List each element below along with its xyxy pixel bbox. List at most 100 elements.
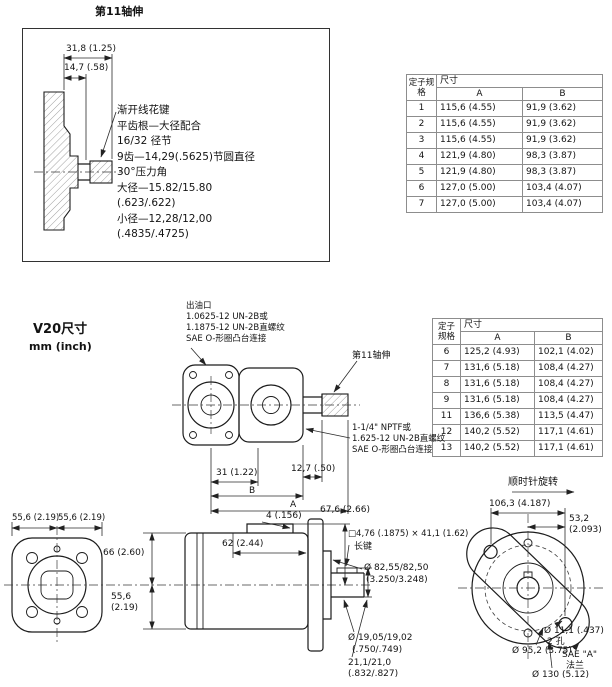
shaft-extension-callout: 第11轴伸 (352, 351, 391, 361)
cell-b: 113,5 (4.47) (534, 408, 603, 425)
pilot-diameter-note-in: (3.250/3.248) (366, 575, 428, 585)
spline-note-line: 9齿—14,29(.5625)节圆直径 (117, 150, 255, 163)
cell-b: 103,4 (4.07) (522, 196, 603, 213)
cell-spec: 13 (432, 440, 461, 457)
cell-b: 108,4 (4.27) (534, 392, 603, 409)
cell-spec: 8 (432, 376, 461, 393)
flange-cross-section (43, 91, 79, 231)
pilot-boss (323, 550, 332, 620)
cell-b: 91,9 (3.62) (522, 132, 603, 149)
mounting-hole-note: Ø 11,1 (.437) (544, 626, 604, 636)
key-size-note: □4,76 (.1875) × 41,1 (1.62) (348, 529, 469, 539)
key-flat-height-note: 21,1/21,0 (348, 658, 392, 668)
table-header-size: 尺寸 (460, 318, 603, 332)
cell-spec: 1 (406, 100, 437, 117)
dim-label-a: A (290, 500, 297, 510)
table-header-b: B (534, 331, 603, 345)
dim-center-to-bottom-mm: 55,6 (111, 592, 132, 602)
cell-spec: 5 (406, 164, 437, 181)
dim-outlet-port-height: 67,6 (2.66) (320, 505, 370, 515)
pump-side-view-drawing (184, 518, 372, 658)
cell-b: 108,4 (4.27) (534, 376, 603, 393)
shaft-diameter-note-in: (.750/.749) (352, 645, 403, 655)
outlet-note-line: SAE O-形圈凸台连接 (186, 334, 267, 344)
spline-note-line: 30°压力角 (117, 166, 168, 178)
dim-half-bolt-span-mm: 53,2 (569, 514, 590, 524)
sae-flange-note-2: 法兰 (566, 661, 585, 671)
cell-b: 91,9 (3.62) (522, 116, 603, 133)
dim-label-b: B (249, 486, 256, 496)
cell-b: 102,1 (4.02) (534, 344, 603, 361)
section-title: V20尺寸 (33, 322, 88, 337)
inlet-note-line: 1-1/4" NPTF或 (352, 423, 411, 433)
dim-flange-thickness: 4 (.156) (266, 511, 302, 521)
cell-a: 115,6 (4.55) (436, 116, 523, 133)
key-flat-height-note-in: (.832/.827) (348, 669, 399, 679)
dim-center-to-top: 66 (2.60) (103, 548, 145, 558)
mount-hole-lower (558, 617, 573, 632)
cell-b: 103,4 (4.07) (522, 180, 603, 197)
cell-spec: 3 (406, 132, 437, 149)
cell-a: 127,0 (5.00) (436, 180, 523, 197)
cell-a: 125,2 (4.93) (460, 344, 535, 361)
outlet-note-line: 1.1875-12 UN-2B直螺纹 (186, 323, 285, 333)
table-header-b: B (522, 87, 603, 101)
inlet-port-note: 1-1/4" NPTF或 1.625-12 UN-2B直螺纹 SAE O-形圈凸… (352, 423, 445, 456)
spline-note-line: 小径—12,28/12,00 (117, 212, 213, 225)
pilot-diameter-note: Ø 82,55/82,50 (364, 563, 429, 573)
dim-bolt-hole-span: 106,3 (4.187) (489, 499, 551, 509)
cell-b: 91,9 (3.62) (522, 100, 603, 117)
shaft-detail-title: 第11轴伸 (95, 5, 144, 18)
cell-a: 140,2 (5.52) (460, 440, 535, 457)
spline-note-line: 平齿根—大径配合 (117, 119, 201, 132)
dim-spline-length: 14,7 (.58) (64, 63, 109, 73)
pump-front-view-drawing (4, 522, 372, 642)
cell-b: 117,1 (4.61) (534, 440, 603, 457)
spline-note-line: 渐开线花键 (117, 104, 170, 116)
mount-hole-upper (483, 544, 498, 559)
inlet-note-line: 1.625-12 UN-2B直螺纹 (352, 434, 446, 444)
outlet-port-note: 出油口 1.0625-12 UN-2B或 1.1875-12 UN-2B直螺纹 … (186, 301, 285, 345)
spline-note-line: (.4835/.4725) (117, 228, 189, 240)
cell-spec: 7 (406, 196, 437, 213)
spline-note-line: (.623/.622) (117, 197, 176, 209)
sae-flange-outline (466, 527, 590, 649)
outlet-boss (246, 523, 294, 533)
dim-shaft-offset: 12,7 (.50) (291, 464, 336, 474)
detail-box-border (22, 28, 330, 262)
dim-shaft-overall-length: 31,8 (1.25) (66, 44, 116, 54)
section-units: mm (inch) (29, 340, 92, 353)
dim-port-spacing: 31 (1.22) (216, 468, 258, 478)
dim-flange-half-right: 55,6 (2.19) (58, 513, 106, 523)
dim-half-bolt-span-in: (2.093) (569, 525, 602, 535)
key-size-note-2: 长键 (354, 542, 373, 552)
cell-a: 131,6 (5.18) (460, 392, 535, 409)
table-header-size: 尺寸 (436, 74, 603, 88)
spline-notes: 渐开线花键 平齿根—大径配合 16/32 径节 9齿—14,29(.5625)节… (117, 103, 255, 243)
cell-b: 98,3 (3.87) (522, 148, 603, 165)
sae-flange-note: SAE "A" (562, 650, 598, 660)
cell-b: 98,3 (3.87) (522, 164, 603, 181)
cell-a: 131,6 (5.18) (460, 360, 535, 377)
shaft-key (336, 567, 358, 574)
spline-note-line: 大径—15.82/15.80 (117, 181, 213, 194)
dim-flange-half-left: 55,6 (2.19) (12, 513, 60, 523)
cell-spec: 2 (406, 116, 437, 133)
pump-top-view-drawing (172, 347, 360, 514)
pilot-circle-diameter-note: Ø 95,2 (3.75) (512, 646, 572, 656)
cell-spec: 6 (406, 180, 437, 197)
outlet-note-line: 1.0625-12 UN-2B或 (186, 312, 268, 322)
